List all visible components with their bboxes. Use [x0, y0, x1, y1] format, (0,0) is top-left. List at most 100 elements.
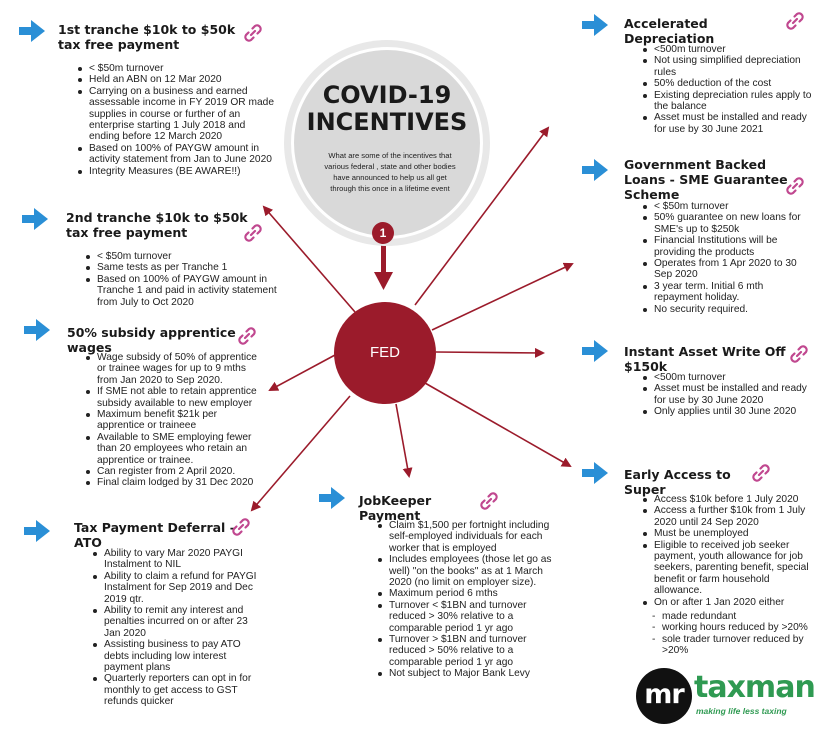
list-super: Access $10k before 1 July 2020 Access a …	[641, 494, 817, 608]
spoke-apprentice	[268, 354, 336, 391]
list-item: Carrying on a business and earned assess…	[76, 86, 274, 143]
list-item: Based on 100% of PAYGW amount in activit…	[76, 143, 274, 166]
list-item: Access $10k before 1 July 2020	[641, 494, 817, 505]
arrow-right-icon	[24, 520, 50, 542]
list-item: 50% guarantee on new loans for SME's up …	[641, 212, 813, 235]
arrow-right-icon	[582, 462, 608, 484]
list-item: Asset must be installed and ready for us…	[641, 112, 813, 135]
section-title-apprentice: 50% subsidy apprentice wages	[67, 325, 236, 355]
list-item: Available to SME employing fewer than 20…	[84, 432, 262, 466]
list-item: Access a further $10k from 1 July 2020 u…	[641, 505, 817, 528]
list-item: < $50m turnover	[76, 63, 274, 74]
list-item: < $50m turnover	[84, 251, 284, 262]
list-item: Same tests as per Tranche 1	[84, 262, 284, 273]
arrow-right-icon	[22, 208, 48, 230]
list-tranche2: < $50m turnover Same tests as per Tranch…	[84, 251, 284, 308]
list-item: Not subject to Major Bank Levy	[376, 668, 554, 679]
list-depreciation: <500m turnover Not using simplified depr…	[641, 44, 813, 135]
list-item: On or after 1 Jan 2020 either	[641, 597, 817, 608]
arrow-right-icon	[19, 20, 45, 42]
list-item: <500m turnover	[641, 44, 813, 55]
list-item: Ability to vary Mar 2020 PAYGI Instalmen…	[91, 548, 263, 571]
list-item: 50% deduction of the cost	[641, 78, 813, 89]
list-item: <500m turnover	[641, 372, 813, 383]
list-item: Turnover < $1BN and turnover reduced > 3…	[376, 600, 554, 634]
arrow-right-icon	[319, 487, 345, 509]
list-tranche1: < $50m turnover Held an ABN on 12 Mar 20…	[76, 63, 274, 177]
center-inner-circle: COVID-19 INCENTIVES What are some of the…	[291, 47, 483, 239]
logo-name: taxman	[694, 670, 816, 705]
list-item: Held an ABN on 12 Mar 2020	[76, 74, 274, 85]
center-description: What are some of the incentives that var…	[324, 151, 456, 193]
list-item: Maximum benefit $21k per apprentice or t…	[84, 409, 262, 432]
list-tax-deferral: Ability to vary Mar 2020 PAYGI Instalmen…	[91, 548, 263, 708]
spoke-jobkeeper	[395, 403, 413, 478]
list-super-sub: made redundant working hours reduced by …	[650, 611, 818, 657]
list-item: Financial Institutions will be providing…	[641, 235, 813, 258]
logo-mr-badge: mr	[636, 668, 692, 724]
spoke-tax-deferral	[250, 395, 351, 512]
list-jobkeeper: Claim $1,500 per fortnight including sel…	[376, 520, 554, 680]
step-number-badge: 1	[372, 222, 394, 244]
link-icon[interactable]	[784, 10, 806, 32]
list-item: made redundant	[650, 611, 818, 623]
arrow-right-icon	[582, 340, 608, 362]
link-icon[interactable]	[478, 490, 500, 512]
fed-hub: FED	[334, 302, 436, 404]
section-title-tranche1: 1st tranche $10k to $50k tax free paymen…	[58, 22, 236, 52]
link-icon[interactable]	[784, 175, 806, 197]
spoke-depreciation	[414, 126, 550, 306]
list-item: Not using simplified depreciation rules	[641, 55, 813, 78]
spoke-super	[424, 382, 572, 467]
page-title: COVID-19 INCENTIVES	[306, 81, 468, 136]
step-down-arrow	[374, 244, 393, 290]
list-item: Turnover > $1BN and turnover reduced > 5…	[376, 634, 554, 668]
section-title-instant-asset: Instant Asset Write Off $150k	[624, 344, 786, 374]
list-item: Maximum period 6 mths	[376, 588, 554, 599]
section-title-super: Early Access to Super	[624, 467, 731, 497]
spoke-tranche2	[262, 205, 356, 313]
list-item: sole trader turnover reduced by >20%	[650, 634, 818, 657]
list-item: Assisting business to pay ATO debts incl…	[91, 639, 263, 673]
list-item: Asset must be installed and ready for us…	[641, 383, 813, 406]
section-title-depreciation: Accelerated Depreciation	[624, 16, 715, 46]
list-instant-asset: <500m turnover Asset must be installed a…	[641, 372, 813, 418]
list-item: < $50m turnover	[641, 201, 813, 212]
spoke-loans	[431, 262, 574, 331]
list-item: Quarterly reporters can opt in for month…	[91, 673, 263, 707]
list-item: If SME not able to retain apprentice sub…	[84, 386, 262, 409]
list-item: Can register from 2 April 2020.	[84, 466, 262, 477]
section-title-tax-deferral: Tax Payment Deferral - ATO	[74, 520, 235, 550]
list-item: Ability to remit any interest and penalt…	[91, 605, 263, 639]
list-item: Final claim lodged by 31 Dec 2020	[84, 477, 262, 488]
link-icon[interactable]	[242, 22, 264, 44]
link-icon[interactable]	[750, 462, 772, 484]
list-item: Only applies until 30 June 2020	[641, 406, 813, 417]
link-icon[interactable]	[788, 343, 810, 365]
list-item: Integrity Measures (BE AWARE!!)	[76, 166, 274, 177]
list-item: Includes employees (those let go as well…	[376, 554, 554, 588]
link-icon[interactable]	[230, 516, 252, 538]
list-item: Ability to claim a refund for PAYGI Inst…	[91, 571, 263, 605]
list-item: No security required.	[641, 304, 813, 315]
arrow-right-icon	[24, 319, 50, 341]
center-circle: COVID-19 INCENTIVES What are some of the…	[284, 40, 490, 246]
list-apprentice: Wage subsidy of 50% of apprentice or tra…	[84, 352, 262, 489]
list-item: Existing depreciation rules apply to the…	[641, 90, 813, 113]
section-title-tranche2: 2nd tranche $10k to $50k tax free paymen…	[66, 210, 248, 240]
logo-tagline: making life less taxing	[696, 706, 787, 716]
list-item: 3 year term. Initial 6 mth repayment hol…	[641, 281, 813, 304]
section-title-jobkeeper: JobKeeper Payment	[359, 493, 432, 523]
list-item: Claim $1,500 per fortnight including sel…	[376, 520, 554, 554]
list-item: Based on 100% of PAYGW amount in Tranche…	[84, 274, 284, 308]
arrow-right-icon	[582, 14, 608, 36]
list-item: Operates from 1 Apr 2020 to 30 Sep 2020	[641, 258, 813, 281]
link-icon[interactable]	[236, 325, 258, 347]
list-item: working hours reduced by >20%	[650, 622, 818, 634]
spoke-instant-asset	[435, 347, 545, 358]
brand-logo: mr taxman making life less taxing	[636, 668, 816, 724]
arrow-right-icon	[582, 159, 608, 181]
link-icon[interactable]	[242, 222, 264, 244]
list-loans: < $50m turnover 50% guarantee on new loa…	[641, 201, 813, 315]
